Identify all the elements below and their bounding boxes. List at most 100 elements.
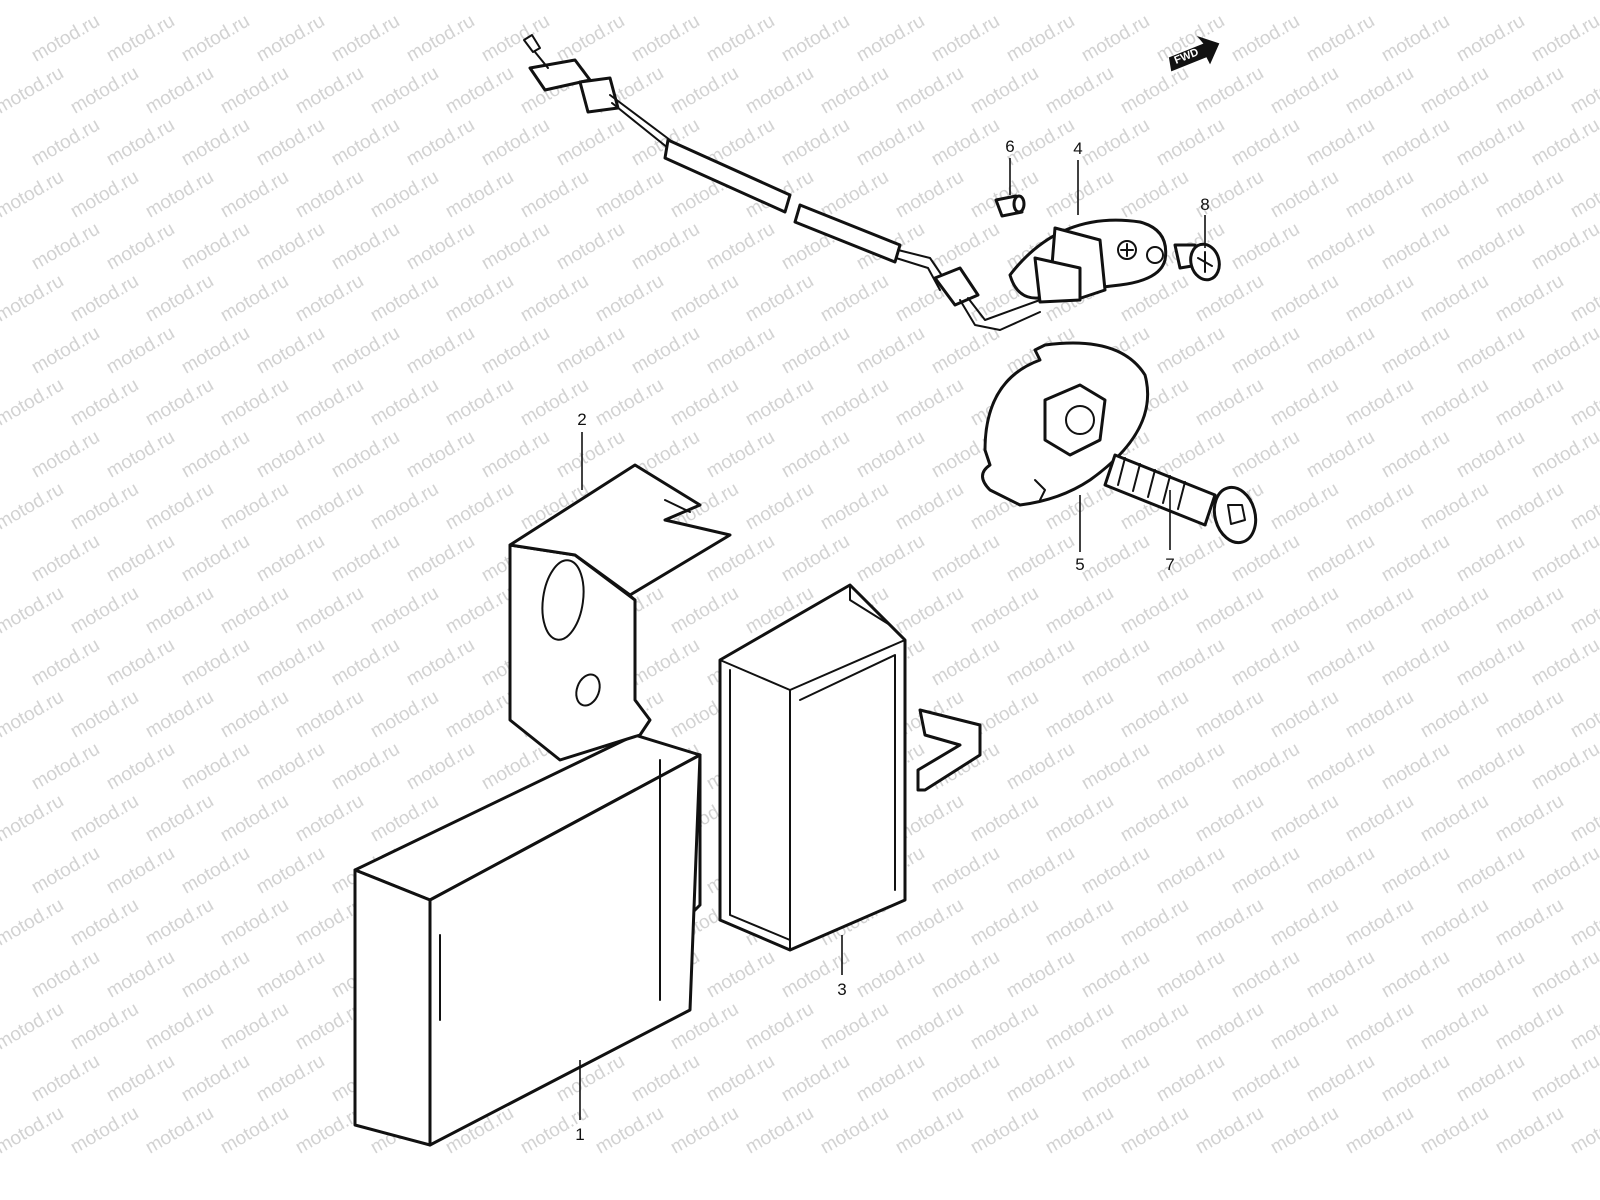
- watermark-text: motod.ru: [1303, 531, 1378, 587]
- watermark-text: motod.ru: [403, 219, 478, 275]
- watermark-text: motod.ru: [178, 635, 253, 691]
- pin-part-6[interactable]: [994, 194, 1026, 218]
- watermark-text: motod.ru: [1378, 427, 1453, 483]
- watermark-text: motod.ru: [892, 167, 967, 223]
- watermark-text: motod.ru: [328, 635, 403, 691]
- watermark-text: motod.ru: [853, 427, 928, 483]
- callout-2: 2: [577, 410, 586, 429]
- watermark-text: motod.ru: [1453, 635, 1528, 691]
- watermark-text: motod.ru: [142, 687, 217, 743]
- watermark-text: motod.ru: [853, 1051, 928, 1107]
- watermark-text: motod.ru: [1342, 999, 1417, 1055]
- watermark-text: motod.ru: [1117, 999, 1192, 1055]
- watermark-text: motod.ru: [1078, 635, 1153, 691]
- watermark-text: motod.ru: [328, 531, 403, 587]
- watermark-text: motod.ru: [67, 375, 142, 431]
- watermark-text: motod.ru: [1153, 115, 1228, 171]
- watermark-text: motod.ru: [28, 843, 103, 899]
- watermark-text: motod.ru: [1567, 1103, 1600, 1159]
- watermark-text: motod.ru: [28, 323, 103, 379]
- watermark-text: motod.ru: [0, 1103, 67, 1159]
- watermark-text: motod.ru: [1492, 271, 1567, 327]
- control-unit-part-1[interactable]: [353, 733, 702, 1147]
- watermark-text: motod.ru: [517, 167, 592, 223]
- watermark-text: motod.ru: [1378, 115, 1453, 171]
- watermark-text: motod.ru: [517, 271, 592, 327]
- watermark-text: motod.ru: [442, 479, 517, 535]
- watermark-text: motod.ru: [217, 167, 292, 223]
- watermark-text: motod.ru: [367, 687, 442, 743]
- watermark-text: motod.ru: [1267, 1103, 1342, 1159]
- watermark-text: motod.ru: [1117, 63, 1192, 119]
- watermark-text: motod.ru: [853, 947, 928, 1003]
- watermark-text: motod.ru: [253, 531, 328, 587]
- watermark-text: motod.ru: [253, 843, 328, 899]
- watermark-text: motod.ru: [67, 583, 142, 639]
- holder-part-3[interactable]: [718, 583, 982, 952]
- watermark-text: motod.ru: [742, 63, 817, 119]
- watermark-text: motod.ru: [0, 63, 67, 119]
- watermark-text: motod.ru: [1378, 219, 1453, 275]
- watermark-text: motod.ru: [928, 531, 1003, 587]
- watermark-text: motod.ru: [853, 323, 928, 379]
- watermark-text: motod.ru: [328, 11, 403, 67]
- watermark-text: motod.ru: [67, 63, 142, 119]
- watermark-text: motod.ru: [178, 219, 253, 275]
- watermark-text: motod.ru: [1567, 895, 1600, 951]
- watermark-text: motod.ru: [142, 791, 217, 847]
- leader-lines: [579, 158, 1206, 1120]
- callout-5: 5: [1075, 555, 1084, 574]
- watermark-text: motod.ru: [1417, 375, 1492, 431]
- watermark-text: motod.ru: [1228, 947, 1303, 1003]
- watermark-text: motod.ru: [292, 479, 367, 535]
- watermark-text: motod.ru: [1567, 63, 1600, 119]
- watermark-text: motod.ru: [892, 1103, 967, 1159]
- watermark-text: motod.ru: [403, 739, 478, 795]
- watermark-text: motod.ru: [1303, 843, 1378, 899]
- watermark-text: motod.ru: [1528, 531, 1600, 587]
- watermark-text: motod.ru: [442, 167, 517, 223]
- watermark-text: motod.ru: [1378, 947, 1453, 1003]
- watermark-text: motod.ru: [1228, 427, 1303, 483]
- watermark-text: motod.ru: [1342, 167, 1417, 223]
- watermark-text: motod.ru: [1117, 1103, 1192, 1159]
- watermark-text: motod.ru: [1192, 583, 1267, 639]
- watermark-text: motod.ru: [553, 11, 628, 67]
- watermark-text: motod.ru: [28, 1051, 103, 1107]
- wire-harness[interactable]: [523, 34, 1041, 331]
- watermark-text: motod.ru: [1003, 843, 1078, 899]
- watermark-text: motod.ru: [1003, 11, 1078, 67]
- watermark-text: motod.ru: [1378, 323, 1453, 379]
- watermark-text: motod.ru: [1003, 635, 1078, 691]
- watermark-text: motod.ru: [403, 323, 478, 379]
- bolt-part-7[interactable]: [1103, 453, 1262, 547]
- watermark-text: motod.ru: [817, 1103, 892, 1159]
- pickup-coil-part-4[interactable]: [1008, 218, 1168, 304]
- watermark-text: motod.ru: [1192, 791, 1267, 847]
- watermark-text: motod.ru: [1528, 115, 1600, 171]
- watermark-text: motod.ru: [1342, 1103, 1417, 1159]
- watermark-text: motod.ru: [142, 999, 217, 1055]
- watermark-text: motod.ru: [1417, 687, 1492, 743]
- watermark-text: motod.ru: [928, 115, 1003, 171]
- watermark-text: motod.ru: [1267, 687, 1342, 743]
- watermark-text: motod.ru: [1267, 167, 1342, 223]
- watermark-text: motod.ru: [67, 999, 142, 1055]
- screw-part-8[interactable]: [1173, 241, 1223, 283]
- watermark-text: motod.ru: [928, 1051, 1003, 1107]
- watermark-text: motod.ru: [1528, 947, 1600, 1003]
- watermark-text: motod.ru: [1528, 1051, 1600, 1107]
- bracket-part-2[interactable]: [508, 463, 732, 762]
- watermark-text: motod.ru: [778, 115, 853, 171]
- watermark-text: motod.ru: [1528, 739, 1600, 795]
- watermark-text: motod.ru: [1342, 791, 1417, 847]
- watermark-text: motod.ru: [1192, 1103, 1267, 1159]
- watermark-text: motod.ru: [1303, 115, 1378, 171]
- watermark-text: motod.ru: [703, 219, 778, 275]
- watermark-text: motod.ru: [1417, 791, 1492, 847]
- watermark-text: motod.ru: [1492, 895, 1567, 951]
- watermark-text: motod.ru: [1153, 739, 1228, 795]
- rotor-part-5[interactable]: [981, 341, 1150, 507]
- watermark-text: motod.ru: [142, 895, 217, 951]
- watermark-text: motod.ru: [403, 427, 478, 483]
